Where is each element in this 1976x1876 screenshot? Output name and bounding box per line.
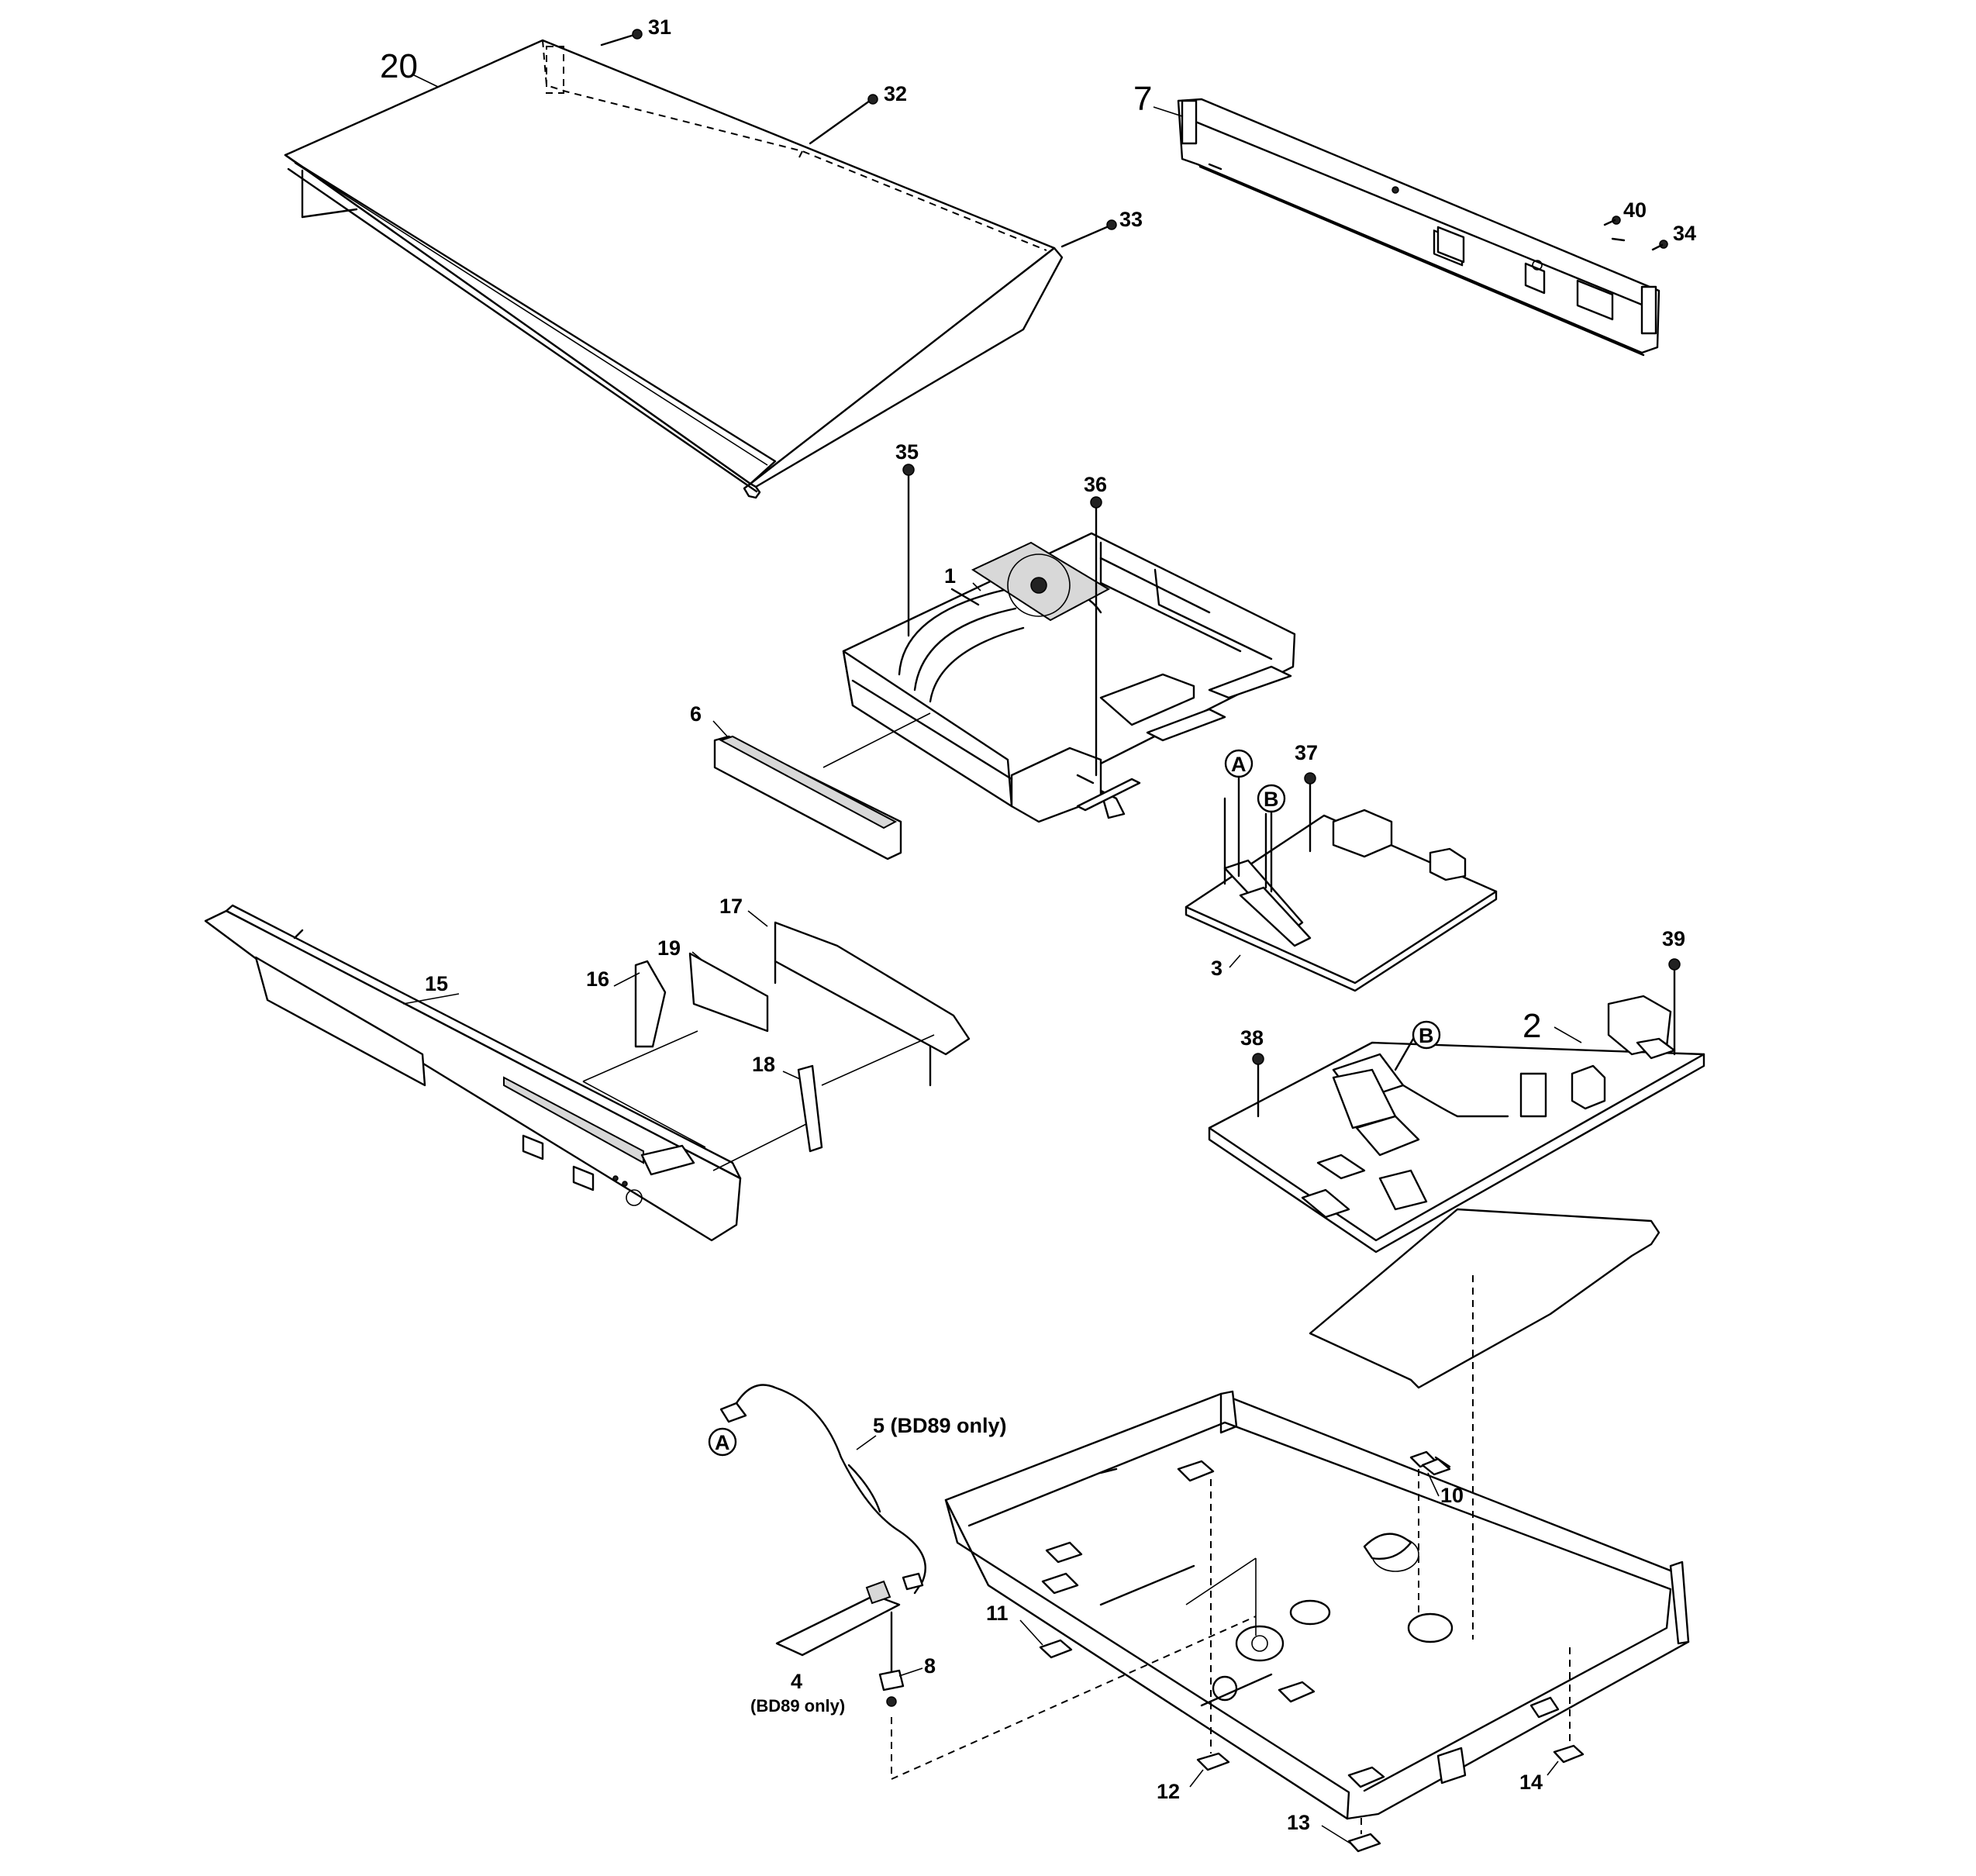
label-17: 17 xyxy=(719,895,743,918)
callout-labels: 20 7 2 31 32 33 40 34 35 36 1 6 37 3 39 … xyxy=(380,16,1696,1834)
power-board xyxy=(1208,958,1705,1254)
bottom-chassis xyxy=(891,1275,1690,1853)
label-10: 10 xyxy=(1440,1484,1464,1507)
label-13: 13 xyxy=(1287,1811,1310,1834)
label-14: 14 xyxy=(1519,1771,1543,1794)
rear-panel xyxy=(1177,98,1668,357)
label-4-note: (BD89 only) xyxy=(750,1696,845,1716)
leader-lines xyxy=(402,74,1582,1844)
label-40: 40 xyxy=(1623,198,1647,222)
label-3: 3 xyxy=(1211,957,1222,980)
label-6: 6 xyxy=(690,702,702,726)
label-7: 7 xyxy=(1133,80,1152,118)
label-11: 11 xyxy=(986,1602,1009,1625)
label-12: 12 xyxy=(1157,1780,1180,1803)
label-39: 39 xyxy=(1662,927,1685,950)
front-panel xyxy=(204,904,742,1242)
label-19: 19 xyxy=(657,936,681,960)
label-38: 38 xyxy=(1240,1026,1264,1050)
label-2: 2 xyxy=(1523,1007,1541,1045)
marker-b-top: B xyxy=(1264,788,1279,811)
label-34: 34 xyxy=(1673,222,1696,245)
disc-drive-unit xyxy=(822,464,1296,823)
usb-board-and-cable xyxy=(719,1384,926,1707)
connection-markers: A B B A xyxy=(708,749,1441,1457)
marker-a-top: A xyxy=(1231,753,1247,776)
insulator-sheet xyxy=(1309,1208,1660,1389)
label-18: 18 xyxy=(752,1053,775,1076)
top-cover xyxy=(284,29,1117,499)
label-5: 5 (BD89 only) xyxy=(873,1414,1007,1437)
label-36: 36 xyxy=(1084,473,1107,496)
label-37: 37 xyxy=(1295,741,1318,764)
label-16: 16 xyxy=(586,967,609,991)
main-board xyxy=(1185,772,1498,992)
label-32: 32 xyxy=(884,82,907,105)
label-20: 20 xyxy=(380,47,418,85)
label-33: 33 xyxy=(1119,208,1143,231)
marker-a-cable: A xyxy=(715,1431,730,1454)
front-subparts xyxy=(582,921,971,1171)
marker-b-board: B xyxy=(1419,1024,1434,1047)
label-4: 4 xyxy=(791,1670,802,1693)
label-35: 35 xyxy=(895,440,919,464)
label-8: 8 xyxy=(924,1654,936,1678)
label-sticker-10 xyxy=(1421,1456,1451,1476)
tray-front-panel xyxy=(713,735,902,860)
label-31: 31 xyxy=(648,16,671,39)
label-1: 1 xyxy=(944,564,956,588)
label-15: 15 xyxy=(425,972,448,995)
